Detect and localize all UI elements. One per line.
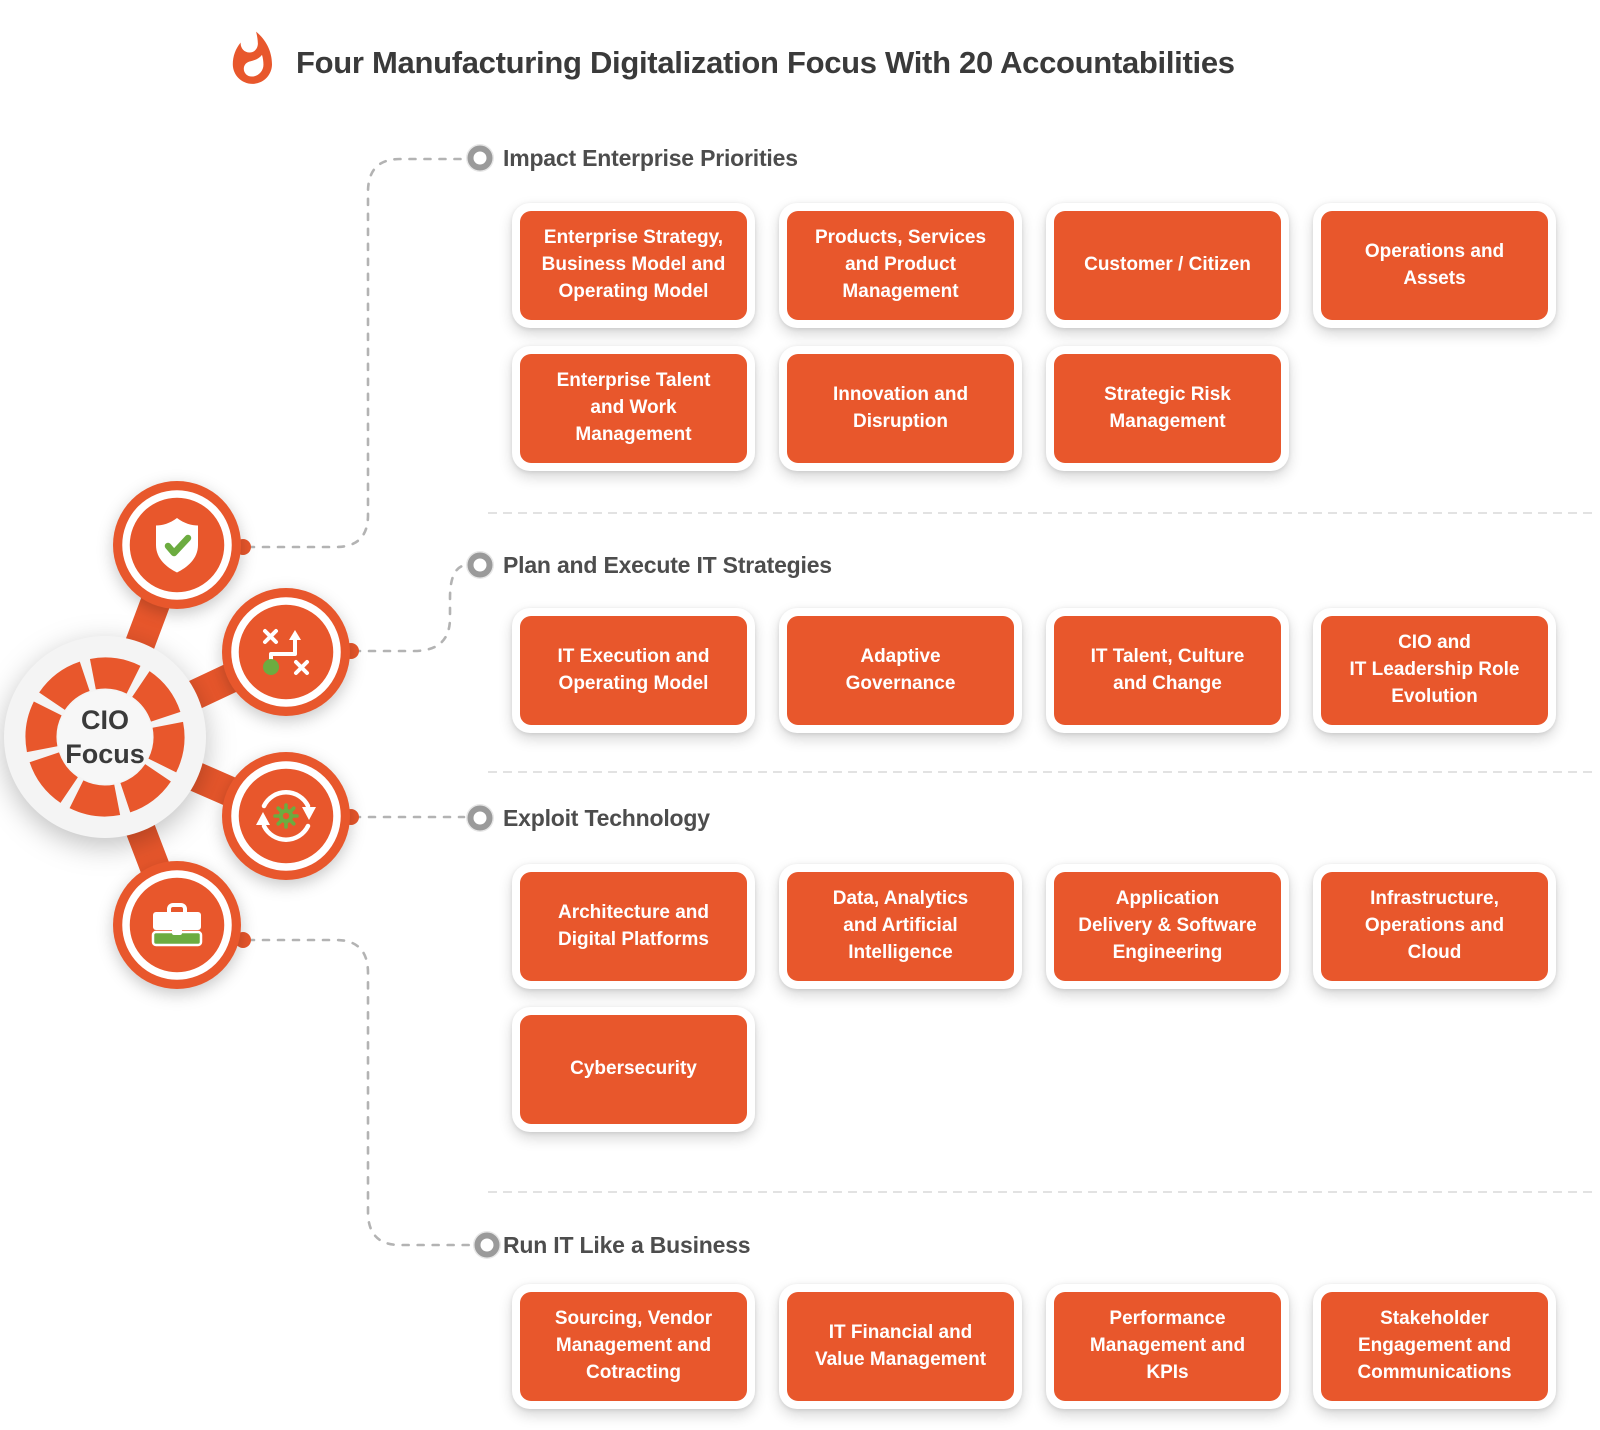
accountability-box: Data, Analytics and Artificial Intellige… bbox=[779, 864, 1022, 989]
accountability-box: IT Talent, Culture and Change bbox=[1046, 608, 1289, 733]
sync-gear-icon bbox=[256, 790, 316, 842]
connector-section-2 bbox=[352, 563, 470, 653]
accountability-box-label: IT Talent, Culture and Change bbox=[1054, 616, 1281, 725]
accountability-box-label: Adaptive Governance bbox=[787, 616, 1014, 725]
ring-marker bbox=[466, 804, 494, 832]
section-items-plan-and-execute-it-strategies: IT Execution and Operating Model Adaptive… bbox=[512, 608, 1558, 733]
gear-icon bbox=[273, 803, 299, 829]
accountability-box: Enterprise Talent and Work Management bbox=[512, 346, 755, 471]
accountability-box-label: IT Execution and Operating Model bbox=[520, 616, 747, 725]
section-header-plan-and-execute-it-strategies: Plan and Execute IT Strategies bbox=[503, 552, 832, 578]
accountability-box: IT Financial and Value Management bbox=[779, 1284, 1022, 1409]
section-header-run-it-like-a-business: Run IT Like a Business bbox=[503, 1232, 751, 1258]
header-ring-markers bbox=[466, 144, 501, 1259]
section-items-impact-enterprise-priorities: Enterprise Strategy, Business Model and … bbox=[512, 203, 1558, 471]
accountability-box-label: Enterprise Talent and Work Management bbox=[520, 354, 747, 463]
shield-check-icon bbox=[156, 518, 198, 573]
section-header-impact-enterprise-priorities: Impact Enterprise Priorities bbox=[503, 145, 798, 171]
satellite-briefcase bbox=[113, 861, 241, 989]
accountability-box: Enterprise Strategy, Business Model and … bbox=[512, 203, 755, 328]
accountability-box-label: Products, Services and Product Managemen… bbox=[787, 211, 1014, 320]
accountability-box: IT Execution and Operating Model bbox=[512, 608, 755, 733]
dashed-connectors bbox=[246, 157, 472, 1247]
section-items-exploit-technology: Architecture and Digital Platforms Data, … bbox=[512, 864, 1558, 1132]
satellite-strategy bbox=[222, 588, 350, 716]
hub-label-line1: CIO bbox=[81, 705, 129, 735]
accountability-box-label: Enterprise Strategy, Business Model and … bbox=[520, 211, 747, 320]
hub-center bbox=[58, 690, 152, 784]
ring-marker bbox=[466, 551, 494, 579]
page-title: Four Manufacturing Digitalization Focus … bbox=[296, 45, 1235, 80]
accountability-box: Operations and Assets bbox=[1313, 203, 1556, 328]
accountability-box-label: Stakeholder Engagement and Communication… bbox=[1321, 1292, 1548, 1401]
satellite-shield bbox=[113, 481, 241, 609]
accountability-box: CIO and IT Leadership Role Evolution bbox=[1313, 608, 1556, 733]
strategy-path-icon bbox=[263, 629, 309, 675]
accountability-box: Performance Management and KPIs bbox=[1046, 1284, 1289, 1409]
satellite-sync bbox=[222, 752, 350, 880]
accountability-box-label: Performance Management and KPIs bbox=[1054, 1292, 1281, 1401]
accountability-box: Stakeholder Engagement and Communication… bbox=[1313, 1284, 1556, 1409]
connector-section-4 bbox=[246, 938, 472, 1247]
accountability-box-label: Architecture and Digital Platforms bbox=[520, 872, 747, 981]
hub-segmented-ring bbox=[25, 657, 185, 817]
accountability-box-label: Data, Analytics and Artificial Intellige… bbox=[787, 872, 1014, 981]
accountability-box: Application Delivery & Software Engineer… bbox=[1046, 864, 1289, 989]
ring-marker bbox=[466, 144, 494, 172]
accountability-box: Sourcing, Vendor Management and Cotracti… bbox=[512, 1284, 755, 1409]
accountability-box-label: Application Delivery & Software Engineer… bbox=[1054, 872, 1281, 981]
accountability-box-label: Sourcing, Vendor Management and Cotracti… bbox=[520, 1292, 747, 1401]
accountability-box: Products, Services and Product Managemen… bbox=[779, 203, 1022, 328]
connector-section-1 bbox=[246, 157, 466, 549]
hub-label-line2: Focus bbox=[65, 739, 145, 769]
section-separator-lines bbox=[488, 512, 1598, 1193]
section-header-exploit-technology: Exploit Technology bbox=[503, 805, 710, 831]
ring-marker bbox=[473, 1231, 501, 1259]
flame-icon bbox=[232, 31, 272, 84]
accountability-box-label: Infrastructure, Operations and Cloud bbox=[1321, 872, 1548, 981]
cio-focus-hub: CIO Focus bbox=[4, 636, 206, 838]
accountability-box-label: Operations and Assets bbox=[1321, 211, 1548, 320]
accountability-box-label: Innovation and Disruption bbox=[787, 354, 1014, 463]
accountability-box: Cybersecurity bbox=[512, 1007, 755, 1132]
accountability-box-label: Strategic Risk Management bbox=[1054, 354, 1281, 463]
accountability-box-label: CIO and IT Leadership Role Evolution bbox=[1321, 616, 1548, 725]
accountability-box: Adaptive Governance bbox=[779, 608, 1022, 733]
accountability-box: Customer / Citizen bbox=[1046, 203, 1289, 328]
briefcase-icon bbox=[151, 903, 203, 947]
accountability-box: Infrastructure, Operations and Cloud bbox=[1313, 864, 1556, 989]
accountability-box: Strategic Risk Management bbox=[1046, 346, 1289, 471]
accountability-box-label: Customer / Citizen bbox=[1054, 211, 1281, 320]
accountability-box-label: IT Financial and Value Management bbox=[787, 1292, 1014, 1401]
accountability-box: Architecture and Digital Platforms bbox=[512, 864, 755, 989]
accountability-box: Innovation and Disruption bbox=[779, 346, 1022, 471]
section-items-run-it-like-a-business: Sourcing, Vendor Management and Cotracti… bbox=[512, 1284, 1558, 1409]
accountability-box-label: Cybersecurity bbox=[520, 1015, 747, 1124]
